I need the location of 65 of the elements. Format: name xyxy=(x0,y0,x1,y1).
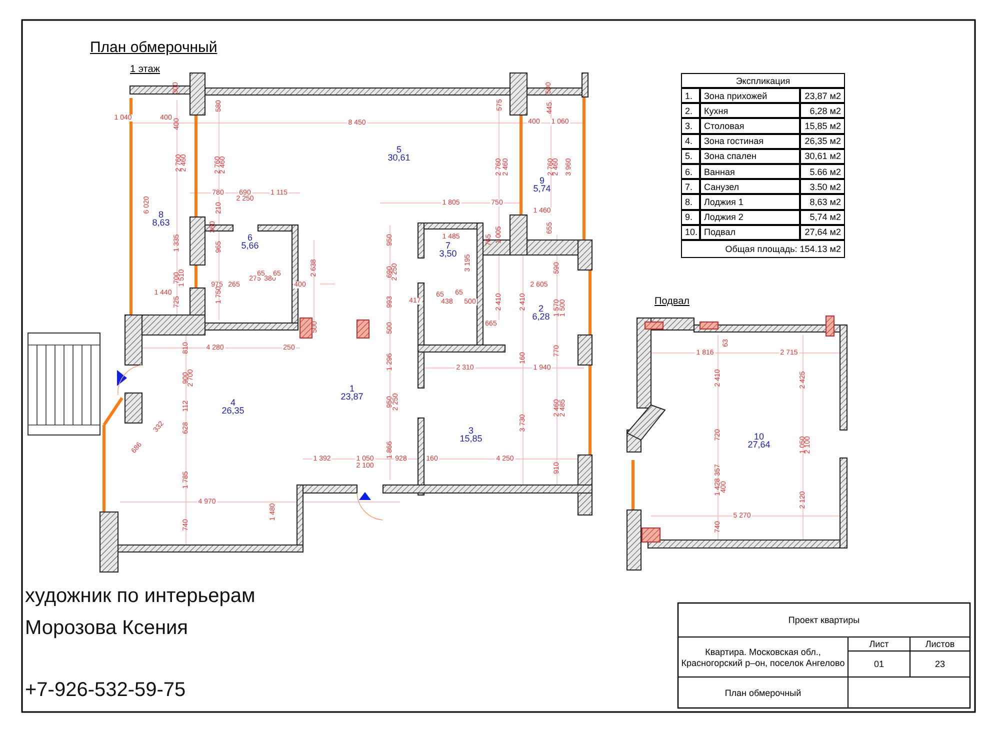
room-label: 5,74 xyxy=(533,184,551,194)
table-cell: 1. xyxy=(681,88,700,104)
table-cell: Общая площадь: 154.13 м2 xyxy=(681,240,845,258)
room-label: 9 xyxy=(540,176,544,186)
room-label: 8,63 xyxy=(152,218,170,228)
drawing-title: План обмерочный xyxy=(90,40,218,55)
author-text: +7-926-532-59-75 xyxy=(25,680,186,700)
table-cell: Санузел xyxy=(700,179,800,194)
title-block-text: План обмерочный xyxy=(724,688,802,698)
room-label: 5 xyxy=(396,146,402,154)
room-label: 15,85 xyxy=(460,434,482,444)
table-cell: Экспликация xyxy=(681,73,845,88)
room-label: 10 xyxy=(754,432,764,442)
table-cell: 4. xyxy=(681,134,700,149)
table-cell: 3. xyxy=(681,118,700,134)
table-cell: Зона прихожей xyxy=(700,88,800,104)
title-block-text: Лист xyxy=(869,639,889,650)
table-cell: 26,35 м2 xyxy=(800,134,845,149)
title-block-text: Проект квартиры xyxy=(788,614,860,626)
table-cell: 8,63 м2 xyxy=(800,194,845,210)
title-block-text: Квартира. Московская обл., Красногорский р–он, поселок Ангелово xyxy=(680,647,846,668)
room-label: 6 xyxy=(248,234,252,242)
table-cell: 6. xyxy=(681,164,700,180)
table-cell: 6,28 м2 xyxy=(800,103,845,118)
room-label: 1 xyxy=(350,384,354,394)
author-text: художник по интерьерам xyxy=(25,586,256,606)
table-cell: 10. xyxy=(681,224,700,240)
table-cell: 2. xyxy=(681,103,700,118)
table-cell: Подвал xyxy=(700,224,800,240)
table-cell: 5. xyxy=(681,148,700,164)
room-label: 23,87 xyxy=(340,392,364,402)
table-cell: Зона гостиная xyxy=(700,134,800,149)
room-label: 27,64 xyxy=(748,440,770,450)
room-label: 2 xyxy=(538,304,544,314)
table-cell: Зона спален xyxy=(700,148,800,164)
title-block-text: 01 xyxy=(874,659,884,670)
room-label: 3,50 xyxy=(439,250,457,258)
room-label: 30,61 xyxy=(388,154,410,162)
table-cell: Кухня xyxy=(700,103,800,118)
title-block-text: Листов xyxy=(925,639,955,650)
table-cell: 27,64 м2 xyxy=(800,224,845,240)
table-cell: 5,74 м2 xyxy=(800,210,845,225)
table-cell: 9. xyxy=(681,210,700,225)
plan-subtitle: 1 этаж xyxy=(130,65,160,75)
table-cell: 7. xyxy=(681,179,700,194)
room-label: 3 xyxy=(468,426,474,436)
table-cell: 30,61 м2 xyxy=(800,148,845,164)
plan-subtitle: Подвал xyxy=(654,297,690,307)
table-cell: Лоджия 2 xyxy=(700,210,800,225)
table-cell: 3.50 м2 xyxy=(800,179,845,194)
table-cell: 23,87 м2 xyxy=(800,88,845,104)
room-label: 6,28 xyxy=(532,312,550,322)
table-cell: Столовая xyxy=(700,118,800,134)
room-label: 8 xyxy=(158,210,164,220)
room-label: 4 xyxy=(230,398,236,408)
table-cell: 5.66 м2 xyxy=(800,164,845,180)
table-cell: 15,85 м2 xyxy=(800,118,845,134)
table-cell: Лоджия 1 xyxy=(700,194,800,210)
author-text: Морозова Ксения xyxy=(25,618,188,638)
room-label: 5,66 xyxy=(241,242,259,250)
room-label: 7 xyxy=(446,242,450,250)
table-cell: Ванная xyxy=(700,164,800,180)
title-block-text: 23 xyxy=(934,659,945,670)
room-label: 26,35 xyxy=(222,406,244,416)
table-cell: 8. xyxy=(681,194,700,210)
